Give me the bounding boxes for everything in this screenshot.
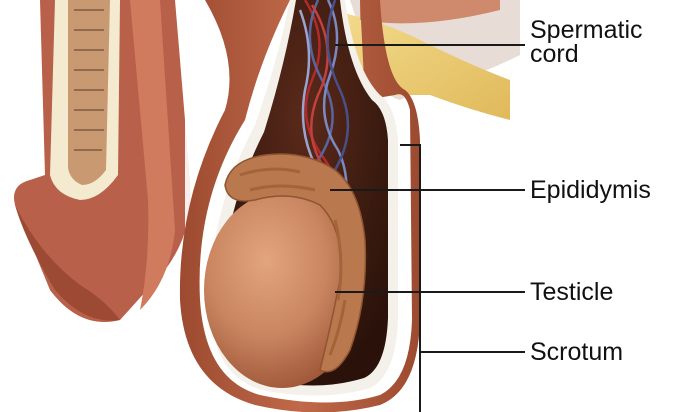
label-testicle: Testicle (530, 280, 613, 304)
label-spermatic-cord: Spermatic cord (530, 18, 643, 66)
label-scrotum: Scrotum (530, 340, 623, 364)
label-epididymis: Epididymis (530, 178, 651, 202)
